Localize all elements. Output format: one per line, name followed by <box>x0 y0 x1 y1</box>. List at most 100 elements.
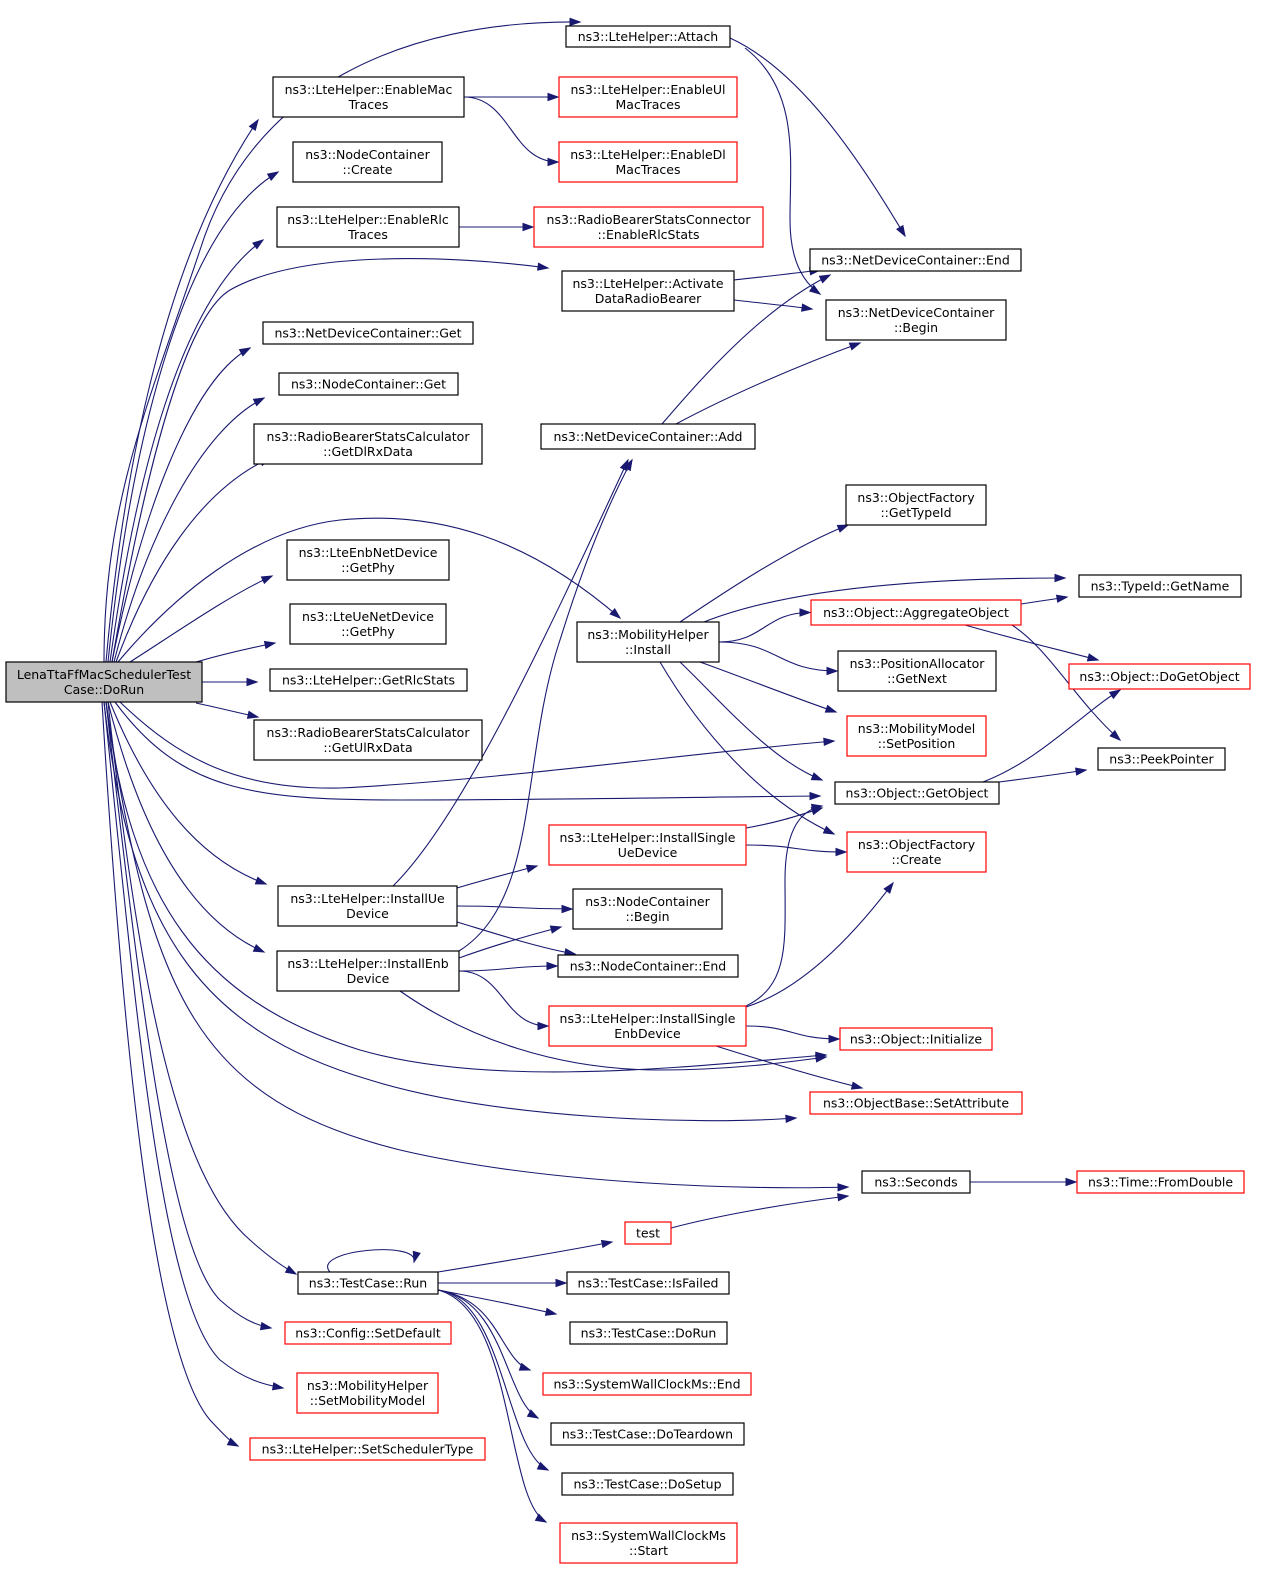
node-nodeContainerEnd-box <box>557 954 739 978</box>
node-setAttribute[interactable]: ns3::ObjectBase::SetAttribute <box>809 1091 1023 1115</box>
edge-root-to-getRlcStats-arrowhead <box>246 677 259 687</box>
node-nodeContainerCreate-label-0: ns3::NodeContainer <box>305 147 430 162</box>
edge-testCaseRun-to-doTeardown-arrowhead <box>526 1409 540 1419</box>
edge-root-to-nodeContainerCreate <box>107 171 279 663</box>
node-getObject-label-0: ns3::Object::GetObject <box>846 786 989 801</box>
node-enbGetPhy-box <box>286 539 450 581</box>
node-activateDataRadioBearer-label-0: ns3::LteHelper::Activate <box>572 276 723 291</box>
node-typeIdGetName-label-0: ns3::TypeId::GetName <box>1091 579 1230 594</box>
edge-installSingleEnbDevice-to-objectFactoryCreate <box>745 882 894 1008</box>
edge-installUeDevice-to-nodeContainerEnd <box>456 921 576 955</box>
node-ndcGet[interactable]: ns3::NetDeviceContainer::Get <box>262 321 474 345</box>
node-objectFactoryCreate[interactable]: ns3::ObjectFactory::Create <box>846 831 987 873</box>
node-attach[interactable]: ns3::LteHelper::Attach <box>565 25 731 48</box>
node-ndcEnd[interactable]: ns3::NetDeviceContainer::End <box>809 248 1022 272</box>
node-getObject[interactable]: ns3::Object::GetObject <box>834 781 1000 805</box>
node-swcStart-label-0: ns3::SystemWallClockMs <box>571 1528 726 1543</box>
node-testCaseIsFailed[interactable]: ns3::TestCase::IsFailed <box>566 1271 730 1295</box>
node-ndcBegin[interactable]: ns3::NetDeviceContainer::Begin <box>825 299 1007 341</box>
edge-getObject-to-doGetObject <box>982 689 1121 783</box>
node-peekPointer[interactable]: ns3::PeekPointer <box>1097 747 1226 771</box>
node-swcEnd[interactable]: ns3::SystemWallClockMs::End <box>542 1372 752 1396</box>
node-mobilityInstall[interactable]: ns3::MobilityHelper::Install <box>576 621 720 663</box>
node-test[interactable]: test <box>624 1221 672 1245</box>
edge-root-to-setSchedulerType-arrowhead <box>226 1437 240 1447</box>
node-ndcBegin-box <box>825 299 1007 341</box>
node-installSingleUeDevice-label-1: UeDevice <box>618 845 678 860</box>
node-configSetDefault[interactable]: ns3::Config::SetDefault <box>284 1321 452 1345</box>
node-ndcBegin-label-1: ::Begin <box>894 320 938 335</box>
edge-aggregateObject-to-doGetObject-arrowhead <box>1086 653 1100 662</box>
edge-root-to-objectInitialize <box>105 701 827 1073</box>
edge-testCaseRun-to-testCaseIsFailed-arrowhead <box>555 1278 568 1288</box>
edge-testCaseRun-to-doSetup-arrowhead <box>536 1461 550 1471</box>
node-objectFactoryCreate-label-1: ::Create <box>892 852 942 867</box>
node-testCaseDoRun[interactable]: ns3::TestCase::DoRun <box>569 1321 728 1345</box>
edge-installSingleUeDevice-to-getObject <box>745 807 823 829</box>
edge-ndcAdd-to-ndcEnd <box>661 274 831 425</box>
node-doTeardown[interactable]: ns3::TestCase::DoTeardown <box>550 1422 745 1446</box>
edge-installSingleEnbDevice-to-objectInitialize <box>745 1025 840 1040</box>
node-nodeContainerBegin[interactable]: ns3::NodeContainer::Begin <box>572 888 723 930</box>
node-getUlRxData-label-0: ns3::RadioBearerStatsCalculator <box>267 725 471 740</box>
edge-root-to-installUeDevice-arrowhead <box>254 876 268 885</box>
node-doSetup[interactable]: ns3::TestCase::DoSetup <box>561 1472 734 1496</box>
node-ndcAdd[interactable]: ns3::NetDeviceContainer::Add <box>540 423 756 450</box>
node-aggregateObject[interactable]: ns3::Object::AggregateObject <box>810 599 1022 626</box>
edge-root-to-nodeContainerCreate-arrowhead <box>266 171 280 181</box>
edge-installUeDevice-to-installSingleUeDevice-arrowhead <box>525 864 539 873</box>
node-enableRlcStats[interactable]: ns3::RadioBearerStatsConnector::EnableRl… <box>533 206 764 248</box>
node-enableDlMacTraces-label-1: MacTraces <box>616 162 681 177</box>
node-enableMacTraces-label-1: Traces <box>348 97 389 112</box>
node-installEnbDevice-label-0: ns3::LteHelper::InstallEnb <box>287 956 448 971</box>
node-objectFactoryGetTypeId[interactable]: ns3::ObjectFactory::GetTypeId <box>845 484 987 526</box>
edge-installEnbDevice-to-objectInitialize-arrowhead <box>815 1054 828 1063</box>
node-nodeContainerGet-box <box>278 372 459 396</box>
node-doGetObject[interactable]: ns3::Object::DoGetObject <box>1068 663 1251 690</box>
node-objectInitialize[interactable]: ns3::Object::Initialize <box>839 1027 993 1051</box>
node-nodeContainerCreate[interactable]: ns3::NodeContainer::Create <box>292 141 443 183</box>
node-ndcAdd-label-0: ns3::NetDeviceContainer::Add <box>554 429 743 444</box>
edge-testCaseRun-to-swcStart-arrowhead <box>534 1513 548 1523</box>
node-ueGetPhy-box <box>289 603 447 645</box>
node-testCaseRun[interactable]: ns3::TestCase::Run <box>297 1271 439 1295</box>
node-setSchedulerType[interactable]: ns3::LteHelper::SetSchedulerType <box>249 1437 486 1461</box>
node-getDlRxData[interactable]: ns3::RadioBearerStatsCalculator::GetDlRx… <box>253 423 483 465</box>
node-setPosition[interactable]: ns3::MobilityModel::SetPosition <box>846 715 987 757</box>
edge-root-to-getDlRxData <box>115 457 271 663</box>
node-doTeardown-label-0: ns3::TestCase::DoTeardown <box>562 1427 733 1442</box>
edge-root-to-attach-arrowhead <box>569 17 582 27</box>
node-getRlcStats-box <box>269 668 468 692</box>
node-enbGetPhy[interactable]: ns3::LteEnbNetDevice::GetPhy <box>286 539 450 581</box>
node-setPosition-label-0: ns3::MobilityModel <box>858 721 975 736</box>
node-ueGetPhy[interactable]: ns3::LteUeNetDevice::GetPhy <box>289 603 447 645</box>
node-layer: LenaTtaFfMacSchedulerTestCase::DoRunns3:… <box>5 25 1251 1564</box>
node-enableRlcStats-box <box>533 206 764 248</box>
node-setMobilityModel[interactable]: ns3::MobilityHelper::SetMobilityModel <box>296 1372 439 1414</box>
node-getUlRxData[interactable]: ns3::RadioBearerStatsCalculator::GetUlRx… <box>253 719 483 761</box>
edge-mobilityInstall-to-typeIdGetName <box>703 577 1066 623</box>
node-installUeDevice-label-1: Device <box>346 906 389 921</box>
node-timeFromDouble[interactable]: ns3::Time::FromDouble <box>1076 1170 1245 1194</box>
edge-root-to-enableRlcTraces-arrowhead <box>252 239 265 250</box>
node-swcStart[interactable]: ns3::SystemWallClockMs::Start <box>559 1522 738 1564</box>
node-enableUlMacTraces-label-1: MacTraces <box>616 97 681 112</box>
node-typeIdGetName[interactable]: ns3::TypeId::GetName <box>1078 574 1242 598</box>
edge-ndcAdd-to-ndcBegin <box>675 342 861 425</box>
node-nodeContainerGet[interactable]: ns3::NodeContainer::Get <box>278 372 459 396</box>
node-seconds[interactable]: ns3::Seconds <box>861 1170 971 1194</box>
edge-testCaseRun-to-doSetup <box>437 1289 549 1471</box>
node-getRlcStats[interactable]: ns3::LteHelper::GetRlcStats <box>269 668 468 692</box>
node-posAllocGetNext[interactable]: ns3::PositionAllocator::GetNext <box>837 650 997 692</box>
node-nodeContainerEnd[interactable]: ns3::NodeContainer::End <box>557 954 739 978</box>
